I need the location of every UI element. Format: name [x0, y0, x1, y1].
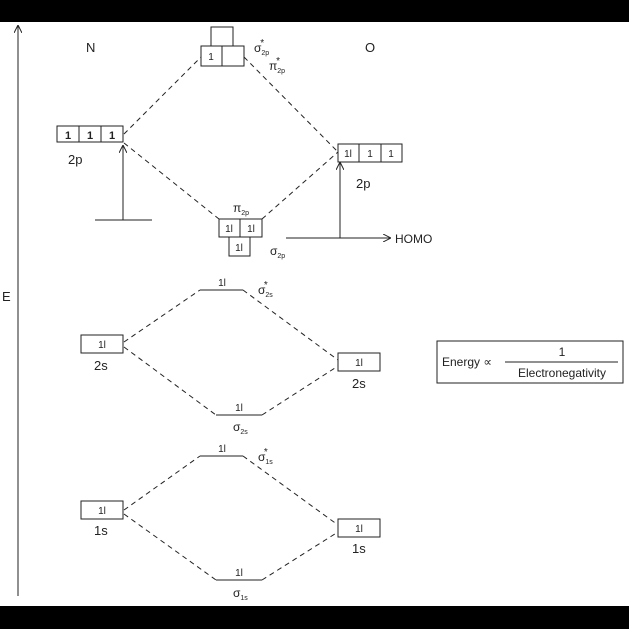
corr-line	[261, 151, 339, 220]
svg-text:1l: 1l	[98, 506, 106, 517]
pi-2p-orbitals: 1l 1l	[218, 218, 263, 238]
mo-diagram: E N O HOMO 1 1 1 2p 1l 1 1 2p	[0, 22, 629, 606]
sigma-1s-electrons: 1l	[235, 568, 243, 579]
sigma-star-1s-label: σ1s*	[258, 447, 273, 466]
o-2s-orbital: 1l	[337, 352, 381, 372]
corr-line	[123, 513, 217, 581]
o-2s-label: 2s	[352, 376, 366, 391]
corr-line	[242, 289, 339, 361]
svg-text:1: 1	[208, 52, 214, 63]
energy-formula-box: Energy ∝ 1 Electronegativity	[436, 340, 624, 384]
sigma-2s-label: σ2s	[233, 420, 248, 436]
formula-denominator: Electronegativity	[518, 366, 606, 380]
corr-line	[261, 365, 339, 416]
corr-line	[242, 455, 339, 526]
formula-numerator: 1	[559, 345, 566, 359]
sigma-star-1s-electrons: 1l	[218, 444, 226, 455]
corr-line	[261, 531, 339, 581]
svg-text:1: 1	[65, 130, 71, 142]
sigma-2p-label: σ2p	[270, 244, 285, 260]
n-2p-label: 2p	[68, 152, 82, 167]
svg-text:1: 1	[367, 149, 373, 160]
sigma-star-2s-electrons: 1l	[218, 278, 226, 289]
pi-star-2p-orbitals: 1	[200, 45, 245, 67]
pi-star-2p-label: π2p*	[269, 56, 285, 75]
o-1s-label: 1s	[352, 541, 366, 556]
sigma-star-2s-label: σ2s*	[258, 280, 273, 299]
o-2p-orbitals: 1l 1 1	[337, 143, 403, 163]
svg-text:1l: 1l	[344, 149, 352, 160]
svg-text:1l: 1l	[355, 358, 363, 369]
svg-text:1: 1	[388, 149, 394, 160]
svg-text:1l: 1l	[235, 243, 243, 254]
svg-text:1l: 1l	[98, 340, 106, 351]
sigma-1s-label: σ1s	[233, 586, 248, 602]
corr-line	[123, 142, 220, 220]
n-2s-label: 2s	[94, 358, 108, 373]
sigma-2p-orbital: 1l	[228, 236, 251, 257]
o-2p-label: 2p	[356, 176, 370, 191]
corr-line	[123, 455, 201, 511]
svg-text:1l: 1l	[247, 224, 255, 235]
svg-text:1l: 1l	[355, 524, 363, 535]
corr-line	[123, 56, 202, 135]
sigma-star-2p-label: σ2p*	[254, 38, 269, 57]
corr-line	[243, 56, 339, 153]
corr-line	[123, 346, 217, 416]
formula-lhs: Energy ∝	[442, 355, 492, 369]
sigma-star-2p-orbital	[210, 26, 234, 47]
svg-text:1l: 1l	[225, 224, 233, 235]
svg-text:1: 1	[87, 130, 93, 142]
n-2p-orbitals: 1 1 1	[56, 125, 124, 143]
n-2s-orbital: 1l	[80, 334, 124, 354]
corr-line	[123, 289, 201, 343]
pi-2p-label: π2p	[233, 201, 249, 217]
homo-label: HOMO	[395, 232, 432, 246]
energy-axis-label: E	[2, 289, 11, 304]
sigma-2s-electrons: 1l	[235, 403, 243, 414]
mo-diagram-svg: E N O HOMO 1 1 1 2p 1l 1 1 2p	[2, 22, 624, 602]
o-1s-orbital: 1l	[337, 518, 381, 538]
n-1s-orbital: 1l	[80, 500, 124, 520]
atom-label-nitrogen: N	[86, 40, 95, 55]
n-1s-label: 1s	[94, 523, 108, 538]
atom-label-oxygen: O	[365, 40, 375, 55]
svg-text:1: 1	[109, 130, 115, 142]
